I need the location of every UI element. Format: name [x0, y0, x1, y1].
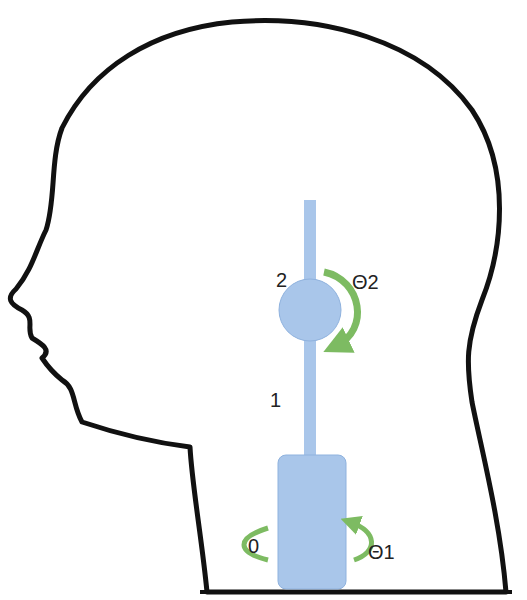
part-label: 2 — [276, 270, 287, 290]
part-label: Θ2 — [352, 272, 379, 292]
base-line — [200, 590, 512, 594]
part-label: Θ1 — [368, 542, 395, 562]
part-label: 1 — [270, 390, 281, 410]
head-outline — [10, 21, 506, 592]
joint-circle — [279, 279, 341, 341]
part-label: 0 — [248, 536, 259, 556]
rotation-arrow — [244, 528, 268, 560]
base-block — [278, 455, 346, 589]
